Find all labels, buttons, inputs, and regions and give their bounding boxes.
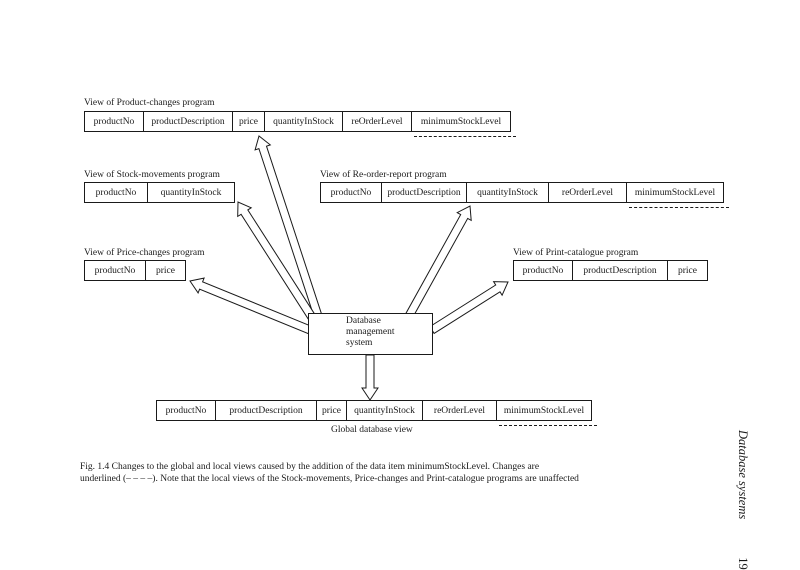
field-productDescription: productDescription [215, 401, 316, 420]
dbms-label-line2: management [346, 327, 395, 337]
arrow-to-product-changes [254, 135, 323, 318]
field-minimumStockLevel-added: minimumStockLevel [411, 112, 516, 137]
field-price: price [667, 261, 707, 280]
field-productNo: productNo [330, 187, 372, 198]
product-changes-view-title: View of Product-changes program [84, 98, 215, 108]
dbms-label-line3: system [346, 338, 373, 348]
print-catalogue-view-title: View of Print-catalogue program [513, 248, 639, 258]
field-quantityInStock: quantityInStock [264, 112, 342, 131]
field-productNo: productNo [93, 116, 135, 127]
price-changes-view-record: productNo price [84, 260, 186, 281]
arrow-to-print-catalogue [429, 281, 509, 335]
field-productNo: productNo [94, 265, 136, 276]
field-quantityInStock: quantityInStock [147, 183, 234, 202]
field-quantityInStock: quantityInStock [466, 183, 548, 202]
global-view-record: productNo productDescription price quant… [156, 400, 597, 426]
field-minimumStockLevel-added: minimumStockLevel [626, 183, 729, 208]
field-quantityInStock: quantityInStock [346, 401, 422, 420]
price-changes-view-title: View of Price-changes program [84, 248, 205, 258]
field-reOrderLevel: reOrderLevel [342, 112, 411, 131]
stock-movements-view-title: View of Stock-movements program [84, 170, 220, 180]
field-productNo: productNo [165, 405, 207, 416]
arrow-to-price-changes [189, 277, 313, 335]
field-productDescription: productDescription [143, 112, 232, 131]
field-minimumStockLevel-added: minimumStockLevel [496, 401, 597, 426]
caption-line-1: Fig. 1.4 Changes to the global and local… [80, 462, 540, 472]
page-number: 19 [736, 557, 750, 570]
dbms-label-line1: Database [346, 316, 381, 326]
field-productNo: productNo [95, 187, 137, 198]
field-reOrderLevel: reOrderLevel [548, 183, 626, 202]
dbms-box: Database management system [308, 313, 433, 355]
field-productDescription: productDescription [381, 183, 466, 202]
global-view-title: Global database view [331, 425, 413, 435]
running-head-title: Database systems [736, 430, 750, 520]
figure-caption: Fig. 1.4 Changes to the global and local… [80, 461, 720, 485]
caption-line-2: underlined (– – – –). Note that the loca… [80, 474, 579, 484]
reorder-report-view-record: productNo productDescription quantityInS… [320, 182, 729, 208]
arrow-to-reorder-report [404, 205, 472, 319]
field-productNo: productNo [522, 265, 564, 276]
field-price: price [145, 261, 185, 280]
arrow-to-stock-movements [237, 201, 318, 322]
field-reOrderLevel: reOrderLevel [422, 401, 496, 420]
field-productDescription: productDescription [572, 261, 667, 280]
product-changes-view-record: productNo productDescription price quant… [84, 111, 516, 137]
print-catalogue-view-record: productNo productDescription price [513, 260, 708, 281]
field-price: price [232, 112, 264, 131]
arrow-to-global-view [361, 354, 379, 401]
stock-movements-view-record: productNo quantityInStock [84, 182, 235, 203]
running-head: Database systems 19 [735, 430, 750, 570]
reorder-report-view-title: View of Re-order-report program [320, 170, 447, 180]
field-price: price [316, 401, 346, 420]
